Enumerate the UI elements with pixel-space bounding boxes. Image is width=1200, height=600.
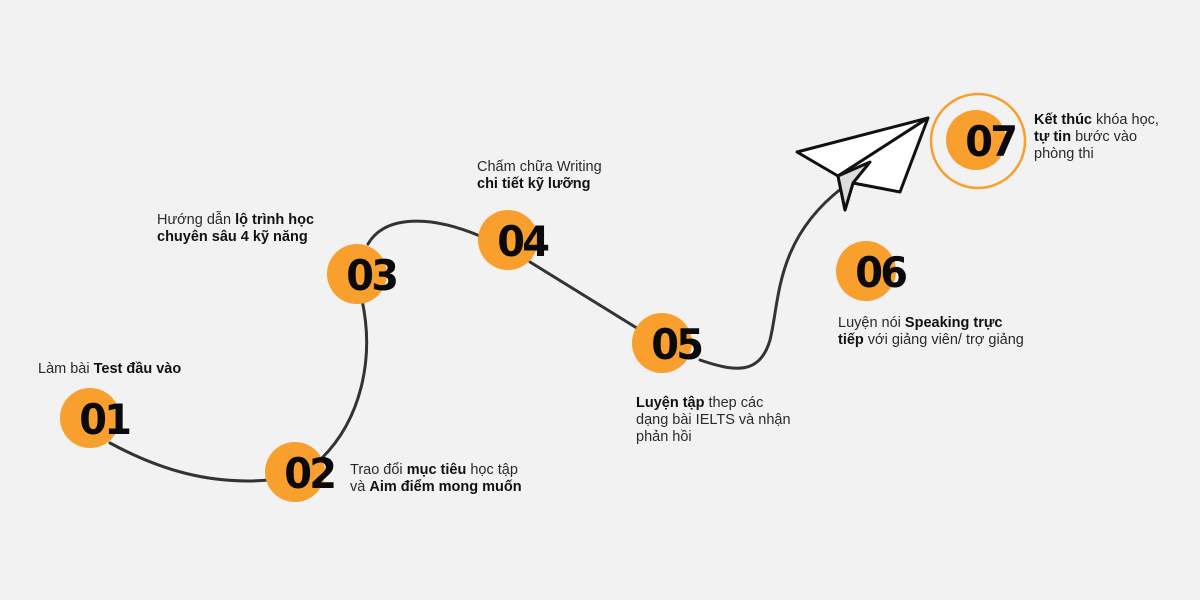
step-07-ring [929, 92, 1027, 190]
description-line: Trao đổi mục tiêu học tập [350, 462, 522, 479]
description-line: Làm bài Test đầu vào [38, 361, 181, 378]
step-number: 02 [284, 449, 337, 498]
path-line [108, 186, 844, 483]
text: với giảng viên/ trợ giảng [863, 332, 1024, 348]
description-line: phòng thi [1034, 146, 1159, 163]
step-circle [836, 241, 896, 301]
text: và [350, 479, 370, 495]
step-number: 01 [79, 395, 132, 444]
description-line: chuyên sâu 4 kỹ năng [157, 229, 314, 246]
highlight-text: mục tiêu [406, 462, 467, 478]
highlight-text: chi tiết kỹ lưỡng [477, 176, 591, 192]
step-number: 04 [497, 217, 550, 266]
step-number: 07 [965, 117, 1018, 166]
step-circle [327, 244, 387, 304]
text: học tập [466, 462, 518, 478]
highlight-text: tự tin [1034, 129, 1072, 145]
text: Làm bài [38, 361, 94, 377]
description-line: Kết thúc khóa học, [1034, 112, 1159, 129]
description-line: Chấm chữa Writing [477, 159, 602, 176]
step-description: Làm bài Test đầu vào [38, 361, 181, 378]
text: Trao đổi [350, 462, 407, 478]
paper-plane-icon [795, 116, 930, 212]
step-number: 03 [346, 251, 399, 300]
description-line: phản hồi [636, 429, 791, 446]
step-circle [632, 313, 692, 373]
description-line: và Aim điểm mong muốn [350, 479, 522, 496]
step-circle [60, 388, 120, 448]
text: phản hồi [636, 429, 692, 445]
text: Chấm chữa Writing [477, 159, 602, 175]
step-circle [946, 110, 1006, 170]
highlight-text: chuyên sâu 4 kỹ năng [157, 229, 308, 245]
highlight-text: Kết thúc [1034, 112, 1092, 128]
step-circle [478, 210, 538, 270]
description-line: Hướng dẫn lộ trình học [157, 212, 314, 229]
text: Hướng dẫn [157, 212, 236, 228]
text: bước vào [1071, 129, 1138, 145]
text: Luyện nói [838, 315, 905, 331]
step-number: 05 [651, 320, 704, 369]
highlight-text: Speaking trực [904, 315, 1003, 331]
description-line: chi tiết kỹ lưỡng [477, 176, 602, 193]
highlight-text: Test đầu vào [93, 361, 182, 377]
description-line: tự tin bước vào [1034, 129, 1159, 146]
step-circle [265, 442, 325, 502]
description-line: tiếp với giảng viên/ trợ giảng [838, 332, 1024, 349]
text: khóa học, [1092, 112, 1159, 128]
step-number: 06 [855, 248, 908, 297]
highlight-text: tiếp [838, 332, 864, 348]
text: dạng bài IELTS và nhận [636, 412, 791, 428]
description-line: dạng bài IELTS và nhận [636, 412, 791, 429]
description-line: Luyện nói Speaking trực [838, 315, 1024, 332]
description-line: Luyện tập thep các [636, 395, 791, 412]
text: thep các [704, 395, 764, 411]
highlight-text: Aim điểm mong muốn [369, 479, 522, 495]
text: phòng thi [1034, 146, 1094, 162]
highlight-text: lộ trình học [235, 212, 315, 228]
highlight-text: Luyện tập [636, 395, 705, 411]
